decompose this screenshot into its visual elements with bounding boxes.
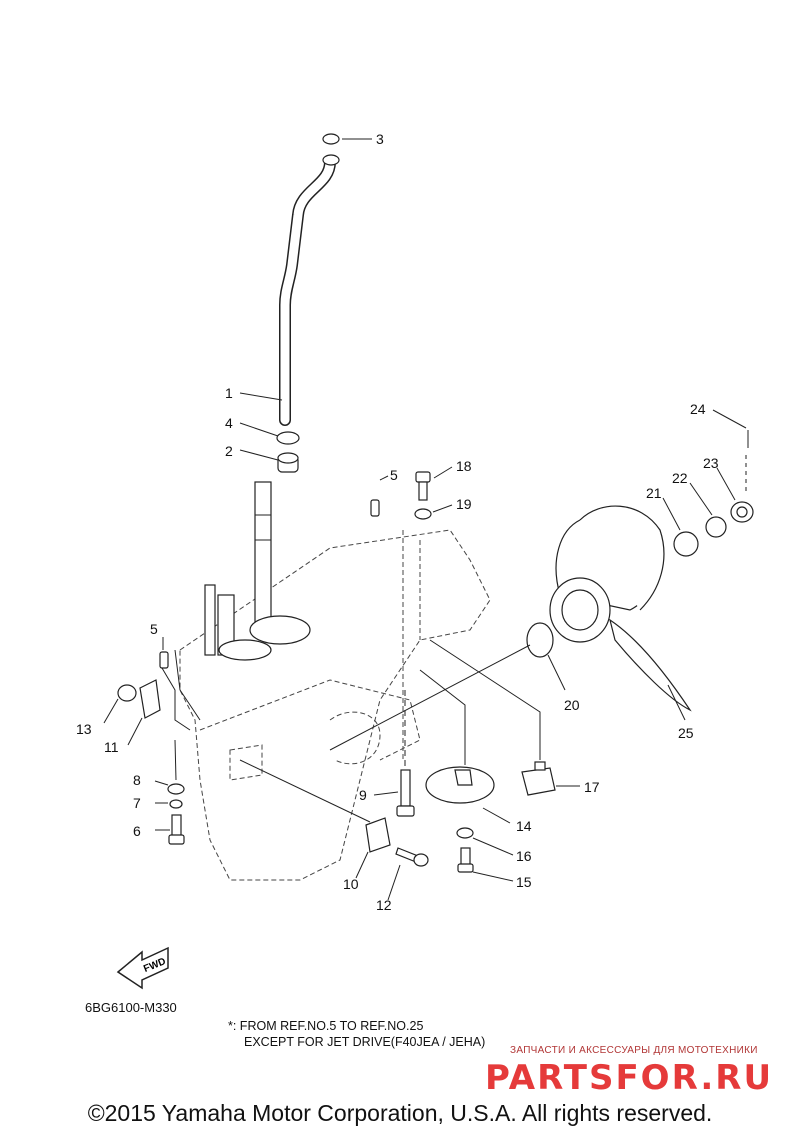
callout-13: 13 — [76, 721, 92, 737]
callout-25: 25 — [678, 725, 694, 741]
callout-18: 18 — [456, 458, 472, 474]
callout-21: 21 — [646, 485, 662, 501]
part-3-seal — [322, 133, 340, 145]
part-4-grommet — [276, 431, 300, 445]
part-22-washer — [705, 516, 727, 538]
callout-9: 9 — [359, 787, 367, 803]
callout-8: 8 — [133, 772, 141, 788]
callout-22: 22 — [672, 470, 688, 486]
note-line-2: EXCEPT FOR JET DRIVE(F40JEA / JEHA) — [244, 1035, 486, 1049]
callout-5-upper: 5 — [390, 467, 398, 483]
callout-10: 10 — [343, 876, 359, 892]
callout-23: 23 — [703, 455, 719, 471]
callout-20: 20 — [564, 697, 580, 713]
callout-1: 1 — [225, 385, 233, 401]
callout-labels: 1 2 3 4 5 5 6 7 8 9 10 11 12 13 14 15 16… — [76, 131, 719, 913]
watermark-tagline: ЗАПЧАСТИ И АКСЕССУАРЫ ДЛЯ МОТОТЕХНИКИ — [510, 1045, 758, 1056]
part-15-bolt — [457, 847, 474, 873]
part-1-water-tube — [279, 154, 340, 426]
part-11-grommet — [139, 679, 161, 719]
fwd-arrow-icon: FWD — [116, 946, 169, 990]
callout-12: 12 — [376, 897, 392, 913]
reference-note: *: FROM REF.NO.5 TO REF.NO.25 EXCEPT FOR… — [228, 1018, 485, 1050]
part-20-thrust-washer — [526, 622, 554, 658]
part-9-bolt — [396, 769, 415, 817]
part-2-grommet — [277, 452, 299, 473]
part-12-screw — [395, 847, 429, 867]
callout-4: 4 — [225, 415, 233, 431]
callout-17: 17 — [584, 779, 600, 795]
part-8-washer — [167, 783, 185, 795]
note-line-1: *: FROM REF.NO.5 TO REF.NO.25 — [228, 1019, 424, 1033]
lower-casing — [174, 529, 491, 881]
leader-lines — [103, 138, 747, 901]
part-21-spacer — [673, 531, 699, 557]
callout-2: 2 — [225, 443, 233, 459]
copyright-notice: ©2015 Yamaha Motor Corporation, U.S.A. A… — [87, 1100, 713, 1126]
callout-14: 14 — [516, 818, 532, 834]
drive-shaft — [204, 481, 311, 661]
watermark-logo: PARTSFOR.RU — [485, 1058, 774, 1098]
part-23-nut — [730, 501, 754, 523]
part-14-trim-tab — [425, 766, 495, 804]
part-18-bolt — [415, 471, 431, 501]
callout-3: 3 — [376, 131, 384, 147]
part-24-cotter-pin — [745, 430, 749, 495]
callout-6: 6 — [133, 823, 141, 839]
callout-16: 16 — [516, 848, 532, 864]
part-6-bolt — [168, 814, 185, 845]
part-25-propeller — [549, 505, 692, 712]
part-17-anode — [521, 761, 556, 796]
diagram-code: 6BG6100-M330 — [85, 1000, 177, 1015]
callout-7: 7 — [133, 795, 141, 811]
part-5-dowel-upper — [370, 499, 380, 517]
part-10-plate — [365, 817, 391, 853]
part-19-washer — [414, 508, 432, 520]
callout-15: 15 — [516, 874, 532, 890]
callout-5-left: 5 — [150, 621, 158, 637]
callout-19: 19 — [456, 496, 472, 512]
callout-11: 11 — [104, 739, 119, 755]
callout-24: 24 — [690, 401, 706, 417]
part-7-washer — [169, 799, 183, 809]
part-5-dowel-left — [159, 651, 169, 669]
part-16-washer — [456, 827, 474, 839]
part-13-nut — [117, 684, 137, 702]
